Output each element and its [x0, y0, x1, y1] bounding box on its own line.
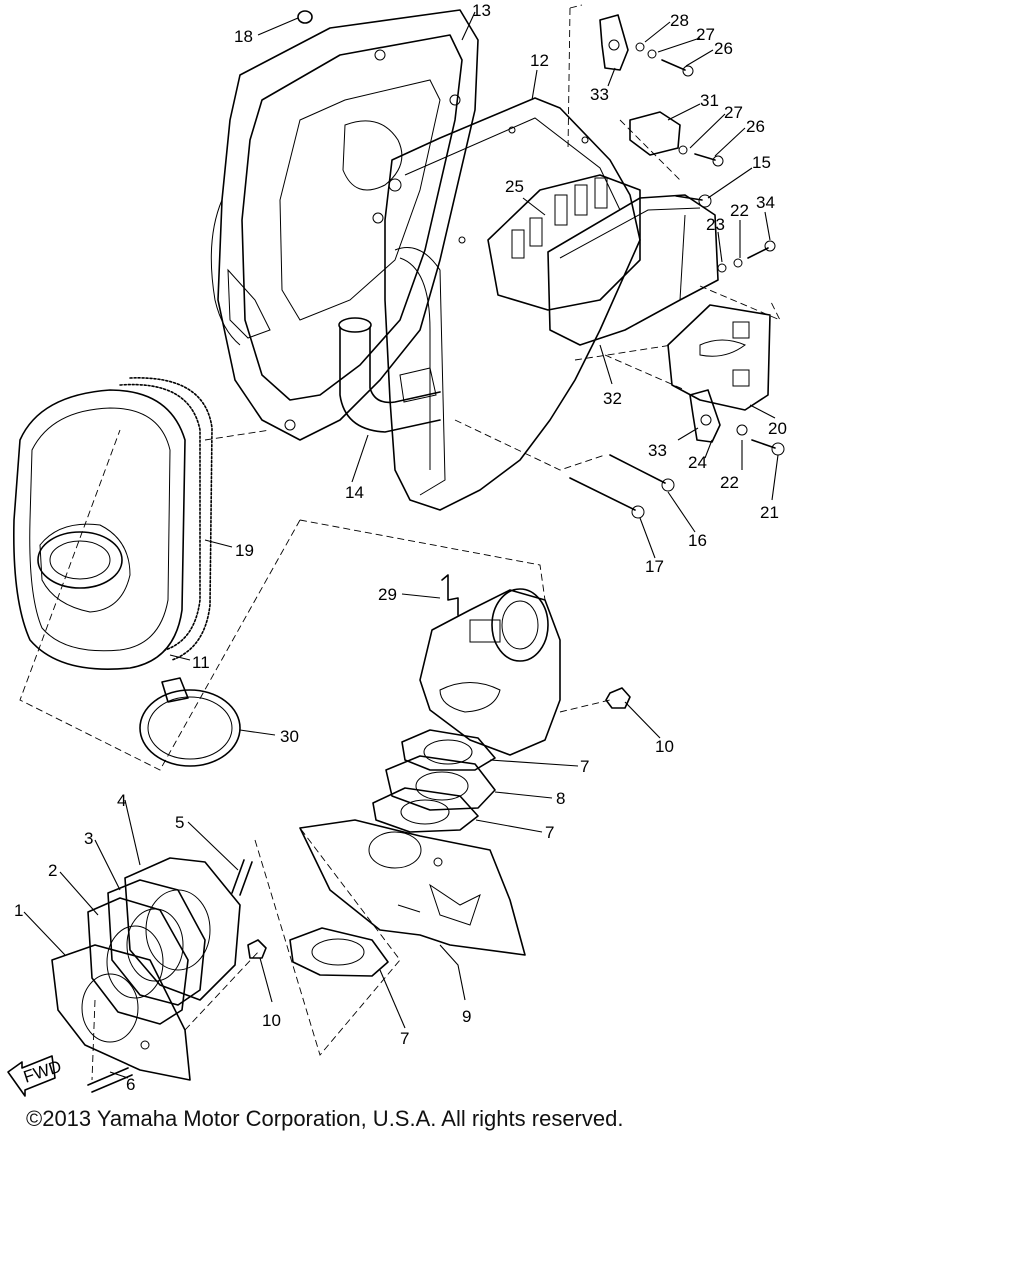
part-7-gasket-upper	[401, 729, 496, 771]
label-23: 23	[706, 215, 725, 234]
copyright-notice: ©2013 Yamaha Motor Corporation, U.S.A. A…	[26, 1106, 624, 1131]
label-6: 6	[126, 1075, 135, 1094]
part-30-clamp-band	[139, 677, 241, 767]
label-3: 3	[84, 829, 93, 848]
fasteners	[87, 10, 785, 1093]
label-25: 25	[505, 177, 524, 196]
part-29-carburetor	[419, 574, 561, 756]
label-12: 12	[530, 51, 549, 70]
part-14-hose	[338, 317, 441, 433]
label-7: 7	[545, 823, 554, 842]
part-2-spacer	[87, 897, 189, 1025]
label-16: 16	[688, 531, 707, 550]
part-25-cdi-unit	[487, 174, 641, 311]
part-13-housing-cover	[210, 9, 479, 441]
part-labels: 18 13 12 28 27 26 33 31 27 26 15 25 34 2…	[14, 1, 787, 1094]
label-9: 9	[462, 1007, 471, 1026]
fwd-arrow-icon: FWD	[7, 1055, 64, 1097]
part-33-clip-lower	[689, 389, 721, 443]
part-33-clip-upper	[599, 14, 629, 71]
part-7-gasket-lower	[289, 927, 389, 977]
label-32: 32	[603, 389, 622, 408]
label-10: 10	[655, 737, 674, 756]
label-27: 27	[696, 25, 715, 44]
label-26: 26	[714, 39, 733, 58]
label-19: 19	[235, 541, 254, 560]
part-11-air-silencer	[13, 389, 186, 670]
label-7: 7	[400, 1029, 409, 1048]
label-8: 8	[556, 789, 565, 808]
label-29: 29	[378, 585, 397, 604]
part-7-gasket-middle	[372, 787, 479, 833]
label-33: 33	[648, 441, 667, 460]
label-4: 4	[117, 791, 126, 810]
label-11: 11	[192, 653, 210, 672]
label-2: 2	[48, 861, 57, 880]
part-8-joint	[385, 755, 496, 811]
part-20-bracket	[667, 304, 771, 411]
label-13: 13	[472, 1, 491, 20]
label-22: 22	[730, 201, 749, 220]
part-19-filter-element	[119, 377, 213, 661]
part-32-coil-cover	[547, 194, 719, 346]
part-31-plate	[629, 111, 681, 156]
label-7: 7	[580, 757, 589, 776]
label-34: 34	[756, 193, 775, 212]
label-10: 10	[262, 1011, 281, 1030]
label-17: 17	[645, 557, 664, 576]
label-33: 33	[590, 85, 609, 104]
leader-lines	[23, 11, 779, 1079]
part-1-gasket	[51, 944, 191, 1081]
label-18: 18	[234, 27, 253, 46]
label-20: 20	[768, 419, 787, 438]
label-27: 27	[724, 103, 743, 122]
label-30: 30	[280, 727, 299, 746]
part-12-main-housing	[384, 97, 641, 511]
assembly-lines	[19, 4, 781, 1081]
label-22: 22	[720, 473, 739, 492]
part-9-plate	[299, 819, 526, 956]
exploded-parts-diagram: FWD	[7, 1, 787, 1097]
label-15: 15	[752, 153, 771, 172]
label-14: 14	[345, 483, 364, 502]
label-1: 1	[14, 901, 23, 920]
label-5: 5	[175, 813, 184, 832]
label-21: 21	[760, 503, 779, 522]
label-31: 31	[700, 91, 719, 110]
label-26: 26	[746, 117, 765, 136]
part-4-intake-manifold	[124, 857, 241, 1001]
label-28: 28	[670, 11, 689, 30]
label-24: 24	[688, 453, 707, 472]
